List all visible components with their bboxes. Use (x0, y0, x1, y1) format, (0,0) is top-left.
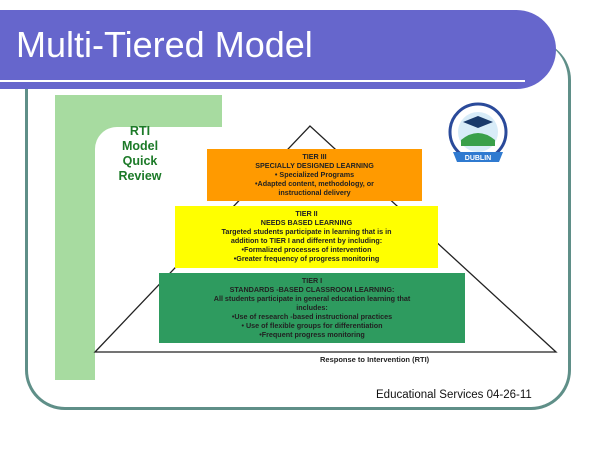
svg-text:DUBLIN: DUBLIN (465, 155, 491, 162)
tier-text: • Use of flexible groups for differentia… (241, 321, 383, 330)
tier-text: All students participate in general educ… (213, 294, 411, 303)
tier-text: NEEDS BASED LEARNING (260, 218, 353, 227)
tier-text: STANDARDS -BASED CLASSROOM LEARNING: (229, 285, 395, 294)
side-label-line: Review (118, 169, 162, 183)
slide-title: Multi-Tiered Model (16, 24, 313, 65)
district-logo: DUBLIN (448, 102, 508, 162)
tier-text: addition to TIER I and different by incl… (230, 236, 383, 245)
title-bar: Multi-Tiered Model (0, 10, 556, 89)
tier-text: •Greater frequency of progress monitorin… (233, 254, 380, 263)
tier-text: •Frequent progress monitoring (259, 330, 365, 339)
tier-text: instructional delivery (278, 188, 351, 197)
tier-text: •Adapted content, methodology, or (255, 179, 374, 188)
side-bar-top (55, 95, 222, 127)
side-label: RTI Model Quick Review (108, 124, 172, 184)
tier-1-box: TIER I STANDARDS -BASED CLASSROOM LEARNI… (159, 273, 465, 343)
side-label-line: Quick (122, 154, 158, 168)
side-label-line: RTI (129, 124, 151, 138)
slide-frame (25, 40, 571, 410)
tier-text: TIER II (295, 209, 318, 218)
tier-text: •Use of research -based instructional pr… (231, 312, 393, 321)
title-underline (0, 80, 525, 82)
tier-text: •Formalized processes of intervention (241, 245, 372, 254)
side-label-line: Model (121, 139, 159, 153)
pyramid-caption: Response to Intervention (RTI) (320, 355, 430, 364)
footer-text: Educational Services 04-26-11 (376, 389, 532, 401)
tier-text: SPECIALLY DESIGNED LEARNING (255, 161, 374, 170)
tier-text: TIER I (301, 276, 323, 285)
tier-text: Targeted students participate in learnin… (221, 227, 392, 236)
tier-text: TIER III (302, 152, 327, 161)
tier-2-box: TIER II NEEDS BASED LEARNING Targeted st… (175, 206, 438, 268)
tier-3-box: TIER III SPECIALLY DESIGNED LEARNING • S… (207, 149, 422, 201)
tier-text: • Specialized Programs (274, 170, 355, 179)
side-bar (55, 95, 95, 380)
tier-text: includes: (296, 303, 328, 312)
